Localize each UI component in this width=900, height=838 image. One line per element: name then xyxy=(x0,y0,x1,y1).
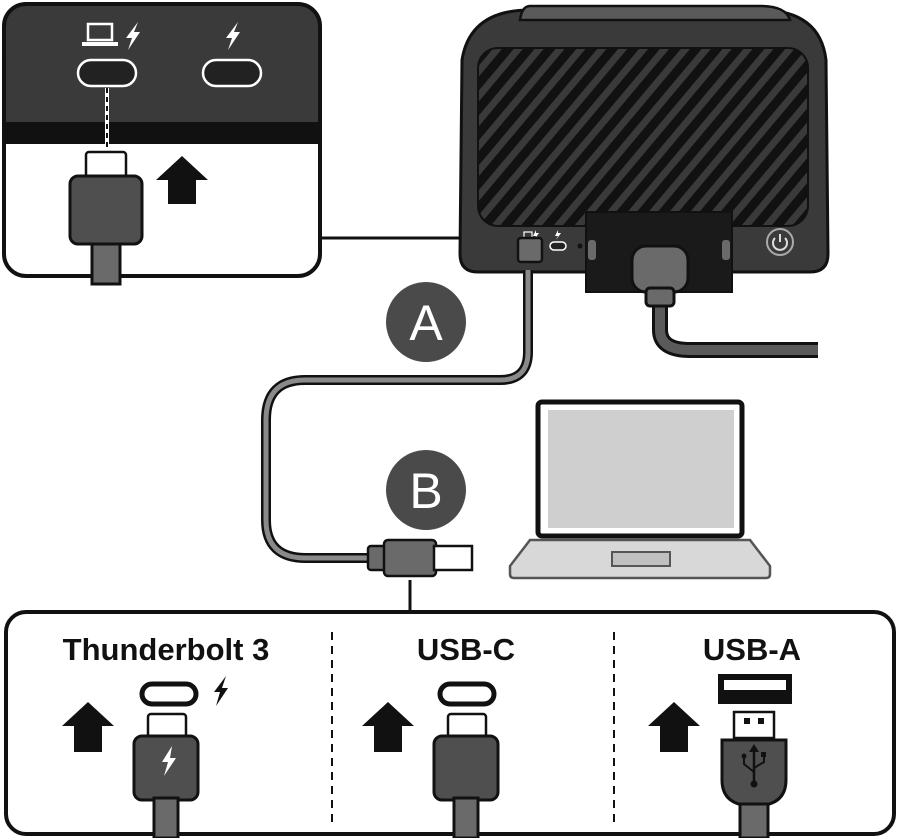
insert-arrow-icon xyxy=(156,156,208,204)
thunderbolt3-port-icon xyxy=(139,681,199,707)
port-computer xyxy=(76,58,138,88)
cable-end-a-plug xyxy=(516,236,544,264)
legend-usb-c: USB-C xyxy=(362,632,515,838)
badge-b: B xyxy=(386,450,466,530)
thunderbolt-icon-2 xyxy=(226,22,240,50)
insert-arrow-icon xyxy=(362,702,414,752)
usb-c-plug-tip xyxy=(84,150,128,180)
usb-c-port-icon xyxy=(437,681,497,707)
thunderbolt-icon xyxy=(214,676,228,706)
legend-label-usb-c: USB-C xyxy=(417,632,515,667)
usb-trident-icon xyxy=(741,744,766,788)
thunderbolt-icon xyxy=(126,22,140,50)
legend-thunderbolt3: Thunderbolt 3 xyxy=(62,632,269,838)
rear-port-daisy-chain xyxy=(549,241,567,251)
legend-label-thunderbolt3: Thunderbolt 3 xyxy=(63,632,270,667)
legend-usb-a: USB-A xyxy=(648,632,801,838)
power-cable xyxy=(652,290,818,358)
insert-arrow-icon xyxy=(648,702,700,752)
badge-a: A xyxy=(386,282,466,362)
vent-grille xyxy=(478,48,808,226)
usb-c-plug-body xyxy=(68,174,144,246)
legend-label-usb-a: USB-A xyxy=(703,632,801,667)
insert-arrow-icon xyxy=(62,702,114,752)
port-daisy-chain xyxy=(201,58,263,88)
badge-b-label: B xyxy=(409,463,442,519)
badge-a-label: A xyxy=(409,295,443,351)
power-plug xyxy=(630,244,690,294)
laptop-icon xyxy=(508,399,772,580)
port-closeup-inset xyxy=(2,2,322,286)
computer-icon xyxy=(82,22,118,46)
cable-end-b-plug xyxy=(366,538,474,578)
